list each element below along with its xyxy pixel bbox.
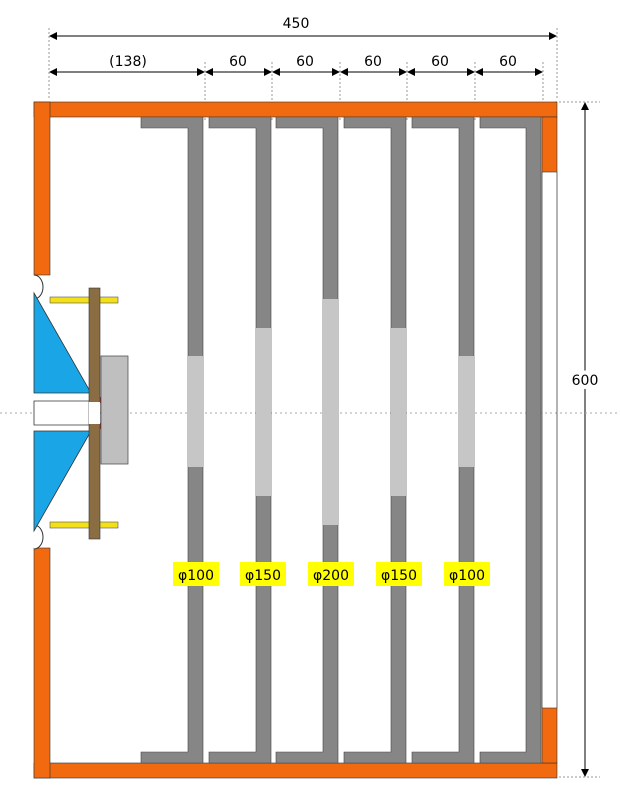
baffle-3 — [275, 116, 339, 764]
baffle-6 — [479, 116, 542, 764]
driver-unit — [33, 274, 129, 550]
baffle-body — [479, 116, 542, 764]
baffle-5 — [411, 116, 475, 764]
back-block-bottom — [541, 707, 558, 764]
baffle-hole — [323, 299, 338, 525]
baffle-hole — [256, 328, 271, 496]
mounting-bolt-bottom — [49, 521, 119, 529]
hole-label-bg — [308, 562, 354, 586]
segment-label: (138) — [109, 54, 147, 70]
enclosure-top-panel — [33, 101, 558, 118]
driver-magnet — [100, 355, 129, 465]
hole-label-bg — [173, 562, 219, 586]
dimension-annotations: 450 (138) 60 60 60 60 60 600 — [0, 16, 620, 778]
hole-labels: φ100 φ150 φ200 φ150 φ100 — [173, 562, 490, 586]
driver-cone-lower — [33, 430, 92, 533]
baffles — [140, 116, 542, 764]
total-width-label: 450 — [283, 16, 310, 32]
driver-cone-upper — [33, 291, 92, 394]
segment-label: 60 — [364, 54, 382, 70]
hole-diameter-label: φ150 — [381, 568, 417, 584]
hole-diameter-label: φ100 — [449, 568, 485, 584]
segment-label: 60 — [296, 54, 314, 70]
baffle-1 — [140, 116, 204, 764]
segment-label: 60 — [431, 54, 449, 70]
driver-frame-gap — [89, 402, 100, 424]
baffle-hole — [391, 328, 406, 496]
baffle-2 — [208, 116, 272, 764]
segment-label: 60 — [499, 54, 517, 70]
enclosure-bottom-panel — [33, 762, 558, 779]
back-block-top — [541, 116, 558, 173]
hole-diameter-label: φ150 — [245, 568, 281, 584]
hole-label-bg — [376, 562, 422, 586]
baffle-hole — [188, 356, 203, 467]
hole-label-bg — [444, 562, 490, 586]
hole-label-bg — [240, 562, 286, 586]
enclosure — [33, 101, 558, 779]
segment-label: 60 — [229, 54, 247, 70]
mounting-bolt-top — [49, 296, 119, 304]
height-label: 600 — [572, 373, 599, 389]
enclosure-front-lower — [33, 547, 51, 779]
hole-diameter-label: φ100 — [178, 568, 214, 584]
enclosure-front-upper — [33, 101, 51, 276]
baffle-hole — [459, 356, 474, 467]
hole-diameter-label: φ200 — [313, 568, 349, 584]
baffle-4 — [343, 116, 407, 764]
